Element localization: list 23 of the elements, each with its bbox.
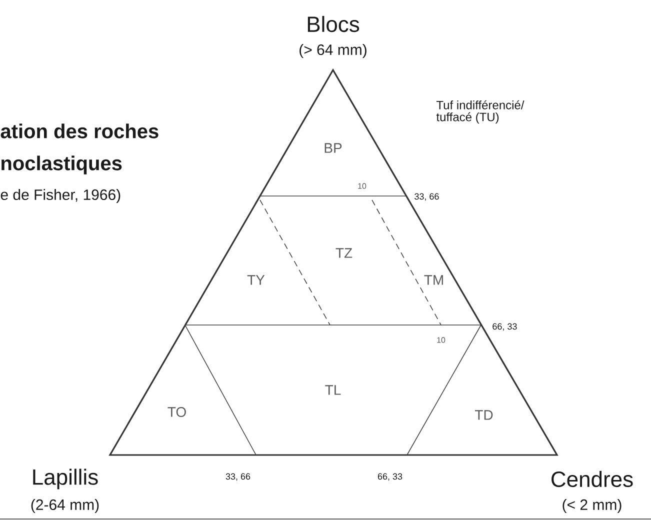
size-range: (> 64 mm) (300, 44, 366, 58)
region-label: TY (247, 275, 265, 285)
region-label: BP (324, 143, 342, 153)
region-label: TO (168, 407, 186, 417)
boundary-value: 66, 33 (492, 323, 517, 331)
boundary-value: 10 (358, 183, 366, 189)
source-note: e de Fisher, 1966) (0, 189, 120, 203)
title: noclastiques (2, 156, 122, 174)
title: ation des roches (0, 124, 158, 138)
boundary-value: 66, 33 (378, 473, 402, 481)
field-note: Tuf indifférencié/ tuffacé (TU) (436, 100, 524, 124)
boundary-value: 10 (437, 337, 446, 343)
apex-label: Blocs (308, 16, 360, 32)
corner-label: Cendres (552, 470, 633, 488)
size-range: (2-64 mm) (31, 499, 99, 513)
region-label: TZ (336, 248, 352, 258)
region-label: TM (424, 275, 443, 285)
region-label: TD (474, 410, 493, 420)
size-range: (< 2 mm) (562, 499, 622, 513)
corner-label: Lapillis (33, 468, 98, 490)
region-label: TL (325, 385, 341, 395)
boundary-value: 33, 66 (226, 473, 250, 481)
boundary-value: 33, 66 (414, 193, 439, 201)
